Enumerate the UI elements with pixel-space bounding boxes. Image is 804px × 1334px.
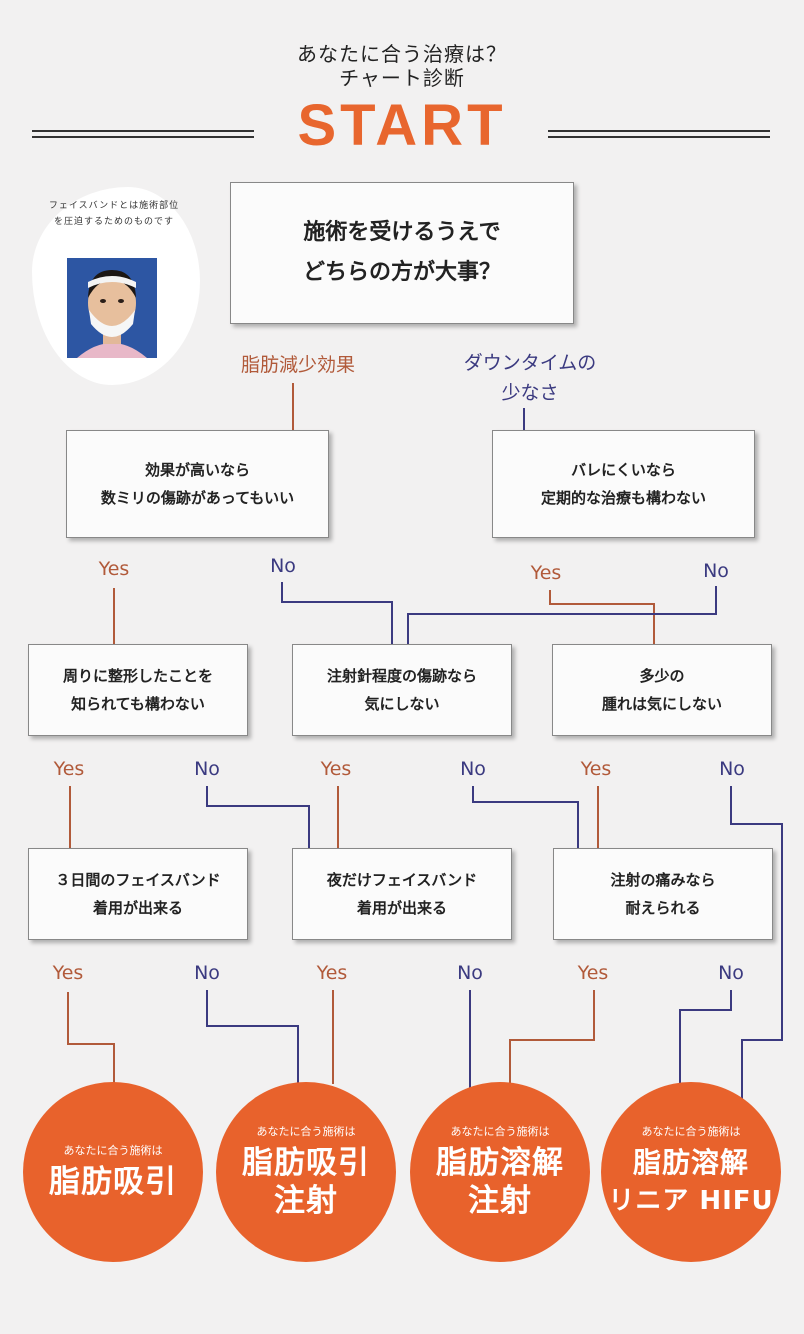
question-3day-band-line1: ３日間のフェイスバンド: [55, 871, 221, 889]
question-main-line1: 施術を受けるうえで: [303, 220, 501, 245]
face-band-photo: [67, 258, 157, 358]
label-no: No: [703, 560, 729, 582]
branch-downtime-line2: 少なさ: [501, 382, 559, 404]
result-fat-dissolving-hifu: あなたに合う施術は 脂肪溶解 リニア HIFU: [601, 1082, 781, 1262]
label-yes: Yes: [316, 962, 348, 984]
question-night-band-line2: 着用が出来る: [356, 899, 447, 917]
question-main-line2: どちらの方が大事？: [302, 260, 501, 285]
result-intro: あなたに合う施術は: [450, 1125, 550, 1138]
start-heading: START: [297, 93, 507, 158]
question-night-band: 夜だけフェイスバンド 着用が出来る: [292, 848, 512, 940]
label-no: No: [194, 758, 220, 780]
question-discreet-line1: バレにくいなら: [571, 461, 676, 479]
question-injection-pain: 注射の痛みなら 耐えられる: [553, 848, 773, 940]
label-yes: Yes: [53, 758, 85, 780]
question-needle-scar: 注射針程度の傷跡なら 気にしない: [292, 644, 512, 736]
result-name-line2: 注射: [274, 1183, 338, 1219]
label-yes: Yes: [320, 758, 352, 780]
question-injection-pain-line1: 注射の痛みなら: [610, 871, 716, 889]
divider-left: [32, 130, 254, 138]
label-yes: Yes: [530, 562, 562, 584]
result-name-line1: 脂肪吸引: [49, 1164, 177, 1200]
question-surgery-known-line2: 知られても構わない: [71, 695, 205, 713]
question-surgery-known-line1: 周りに整形したことを: [62, 667, 213, 685]
label-no: No: [194, 962, 220, 984]
label-yes: Yes: [580, 758, 612, 780]
question-effect-line2: 数ミリの傷跡があってもいい: [100, 489, 295, 507]
result-name-line1: 脂肪溶解: [632, 1146, 749, 1179]
result-liposuction-injection: あなたに合う施術は 脂肪吸引 注射: [216, 1082, 396, 1262]
result-intro: あなたに合う施術は: [63, 1144, 163, 1157]
question-discreet: バレにくいなら 定期的な治療も構わない: [492, 430, 755, 538]
branch-fat-reduction: 脂肪減少効果: [240, 354, 355, 376]
result-intro: あなたに合う施術は: [256, 1125, 356, 1138]
question-night-band-line1: 夜だけフェイスバンド: [326, 871, 478, 889]
label-no: No: [460, 758, 486, 780]
label-no: No: [719, 758, 745, 780]
label-no: No: [270, 555, 296, 577]
question-surgery-known: 周りに整形したことを 知られても構わない: [28, 644, 248, 736]
note-text: フェイスバンドとは施術部位を圧迫するためのものです: [48, 201, 180, 227]
label-yes: Yes: [52, 962, 84, 984]
result-name-line2: リニア HIFU: [608, 1186, 774, 1216]
result-name-line1: 脂肪吸引: [242, 1145, 370, 1181]
chart-title-line2: チャート診断: [339, 66, 465, 90]
result-name-line2: 注射: [468, 1183, 532, 1219]
question-injection-pain-line2: 耐えられる: [625, 899, 701, 917]
label-no: No: [457, 962, 483, 984]
label-no: No: [718, 962, 744, 984]
question-needle-scar-line2: 気にしない: [364, 695, 440, 713]
branch-downtime: ダウンタイムの 少なさ: [440, 348, 620, 408]
question-3day-band: ３日間のフェイスバンド 着用が出来る: [28, 848, 248, 940]
label-yes: Yes: [577, 962, 609, 984]
result-fat-dissolving-injection: あなたに合う施術は 脂肪溶解 注射: [410, 1082, 590, 1262]
chart-title-line1: あなたに合う治療は？: [297, 42, 507, 66]
result-liposuction: あなたに合う施術は 脂肪吸引: [23, 1082, 203, 1262]
question-3day-band-line2: 着用が出来る: [92, 899, 183, 917]
question-swelling-line2: 腫れは気にしない: [601, 695, 722, 713]
branch-downtime-line1: ダウンタイムの: [463, 352, 597, 374]
result-name-line1: 脂肪溶解: [436, 1145, 564, 1181]
question-main: 施術を受けるうえで どちらの方が大事？: [230, 182, 574, 324]
label-yes: Yes: [98, 558, 130, 580]
result-intro: あなたに合う施術は: [641, 1125, 741, 1138]
divider-right: [548, 130, 770, 138]
question-needle-scar-line1: 注射針程度の傷跡なら: [326, 667, 477, 685]
question-effect: 効果が高いなら 数ミリの傷跡があってもいい: [66, 430, 329, 538]
question-swelling-line1: 多少の: [639, 667, 685, 685]
question-swelling: 多少の 腫れは気にしない: [552, 644, 772, 736]
question-effect-line1: 効果が高いなら: [144, 461, 250, 479]
question-discreet-line2: 定期的な治療も構わない: [540, 489, 706, 507]
